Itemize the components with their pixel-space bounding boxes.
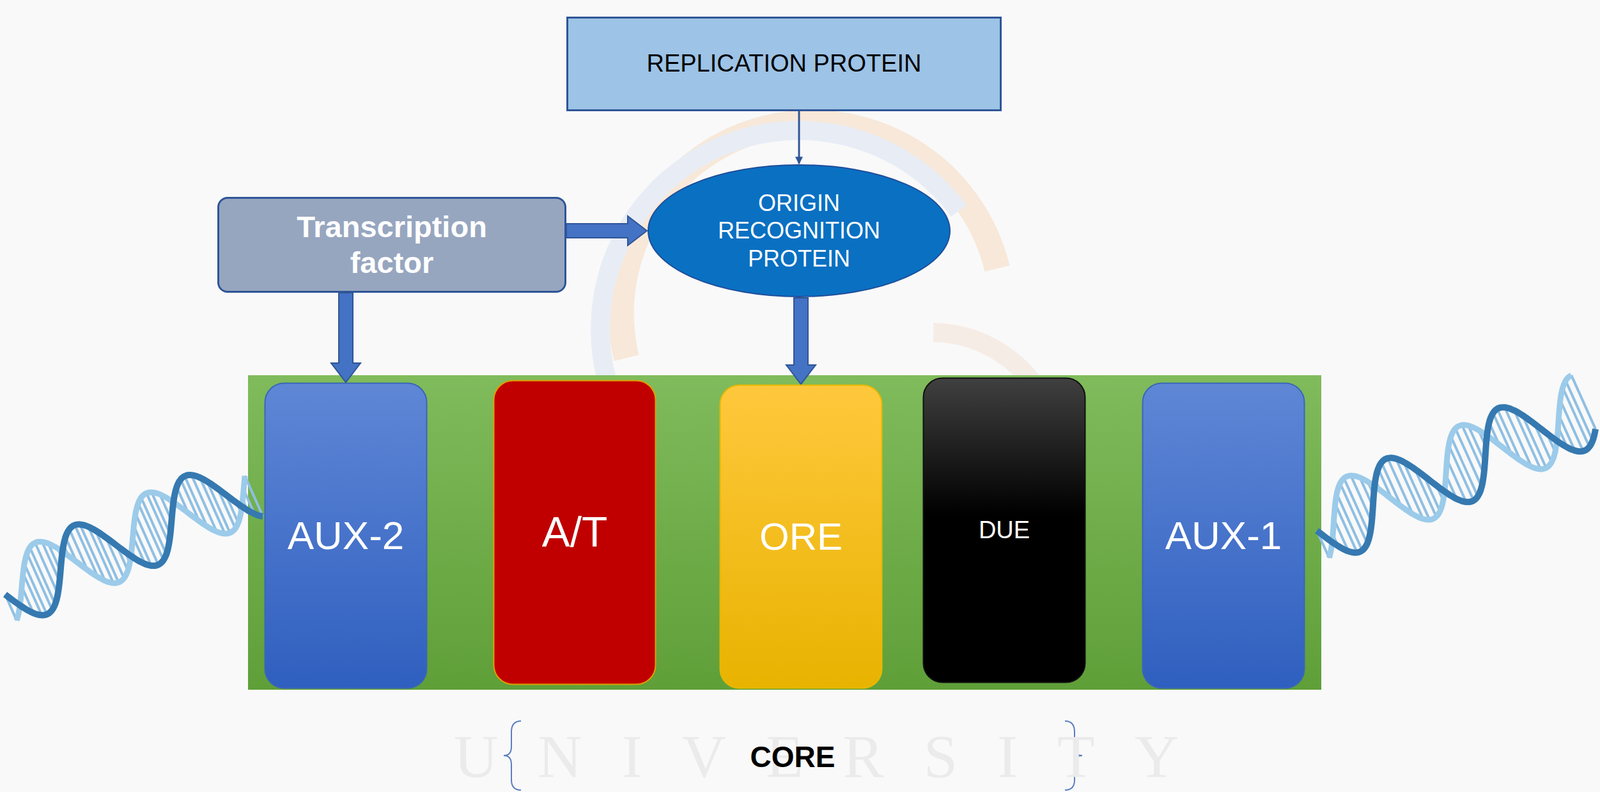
helix-rung (26, 552, 52, 610)
dna-helix (5, 474, 263, 621)
dna-band (248, 375, 1322, 690)
element-box: AUX-1 (1141, 382, 1306, 690)
node-text: AUX-1 (1165, 512, 1283, 560)
watermark-text: UNIVERSITY (453, 726, 1219, 788)
node-text: ORE (759, 513, 843, 560)
element-box: DUE (922, 377, 1087, 684)
helix-rung (146, 492, 169, 544)
helix-strand (1316, 407, 1596, 553)
helix-rung (1571, 375, 1596, 429)
helix-strand (5, 474, 263, 615)
helix-rung (1562, 387, 1590, 447)
helix-strand (16, 475, 245, 621)
node-text: AUX-2 (287, 512, 405, 560)
element-box: ORE (719, 384, 883, 690)
recognition-ellipse: ORIGIN RECOGNITION PROTEIN (646, 163, 952, 298)
helix-rung (30, 547, 56, 605)
thin-arrow (798, 111, 801, 164)
node-text: A/T (542, 506, 608, 558)
helix-rung (1448, 445, 1474, 502)
block-arrow (331, 292, 361, 383)
node-text: DUE (978, 515, 1030, 546)
core-label: CORE (750, 742, 836, 772)
protein-box: REPLICATION PROTEIN (566, 16, 1002, 112)
helix-strand (1328, 375, 1572, 559)
node-text: Transcription factor (257, 209, 527, 282)
helix-rung (141, 497, 167, 555)
factor-box: Transcription factor (217, 196, 567, 293)
element-box: A/T (492, 379, 657, 686)
block-arrow (786, 297, 816, 385)
node-text: ORIGIN RECOGNITION PROTEIN (693, 189, 905, 273)
element-box: AUX-2 (264, 382, 428, 690)
dna-helix (1316, 375, 1596, 559)
helix-rung (1339, 483, 1367, 544)
node-text: REPLICATION PROTEIN (646, 49, 922, 79)
block-arrow (566, 216, 647, 246)
